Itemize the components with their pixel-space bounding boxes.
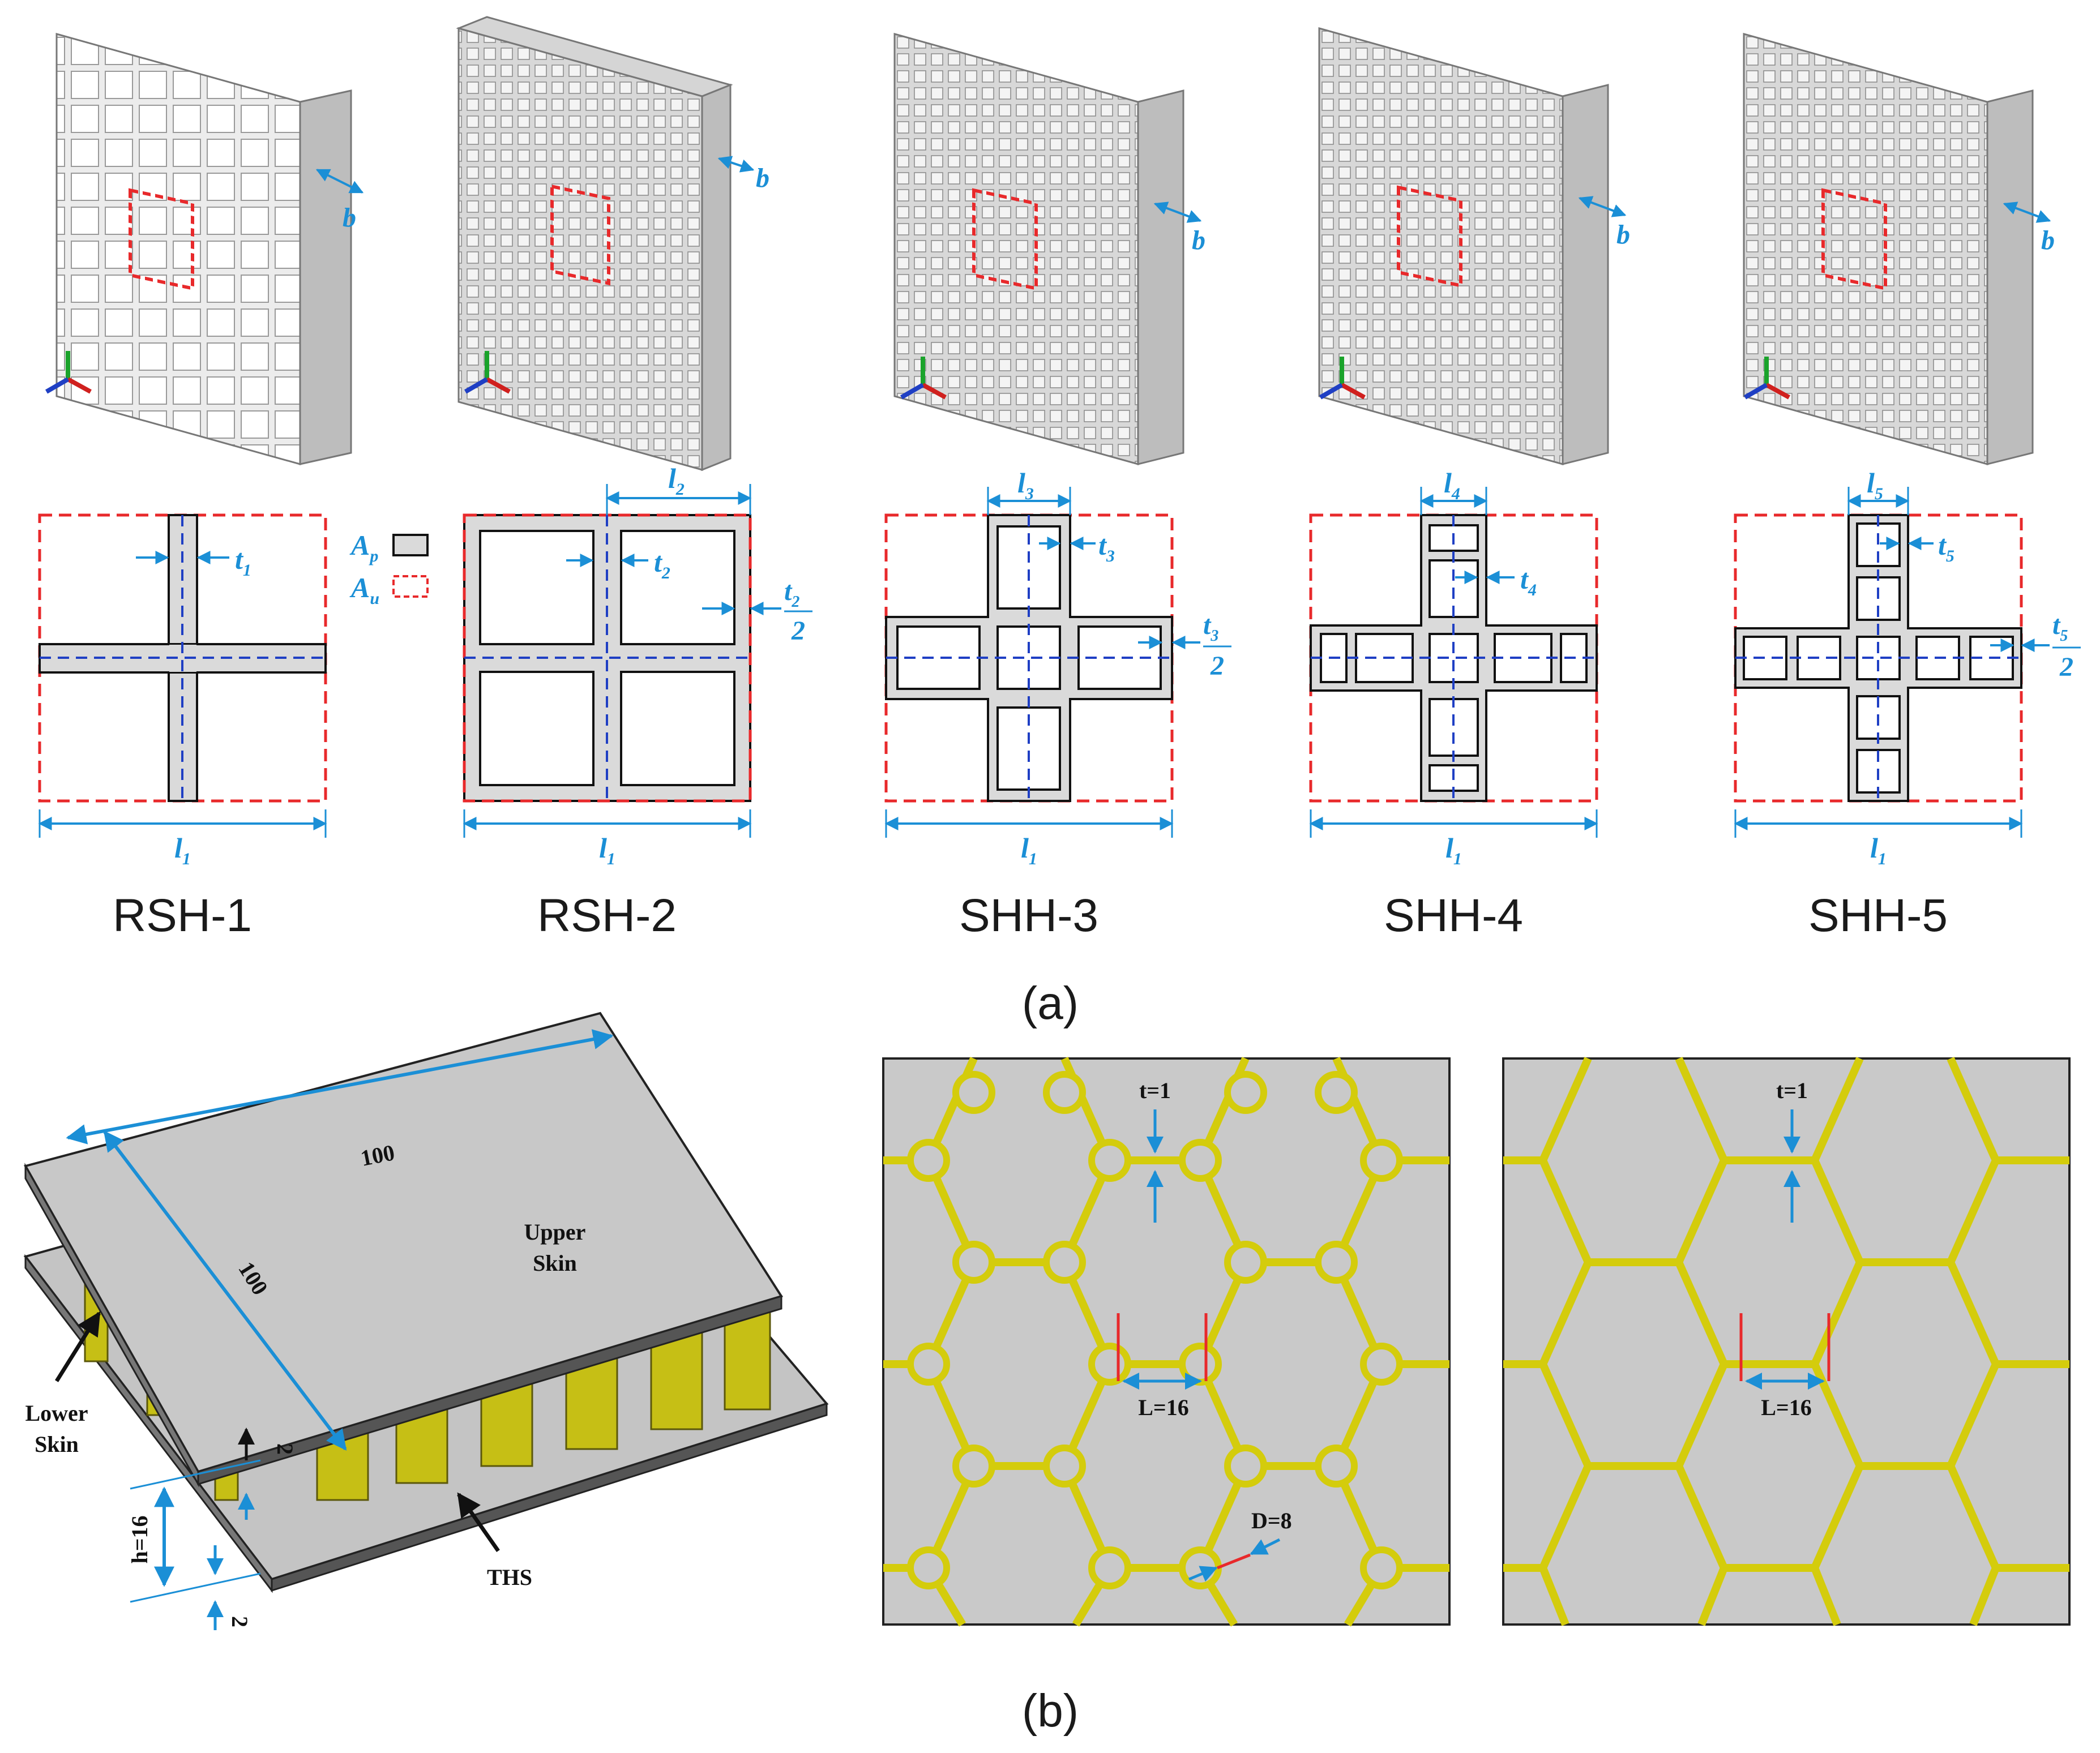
ths-diameter-label: D=8 <box>1251 1508 1292 1533</box>
unit-cell-rsh-1: t1 l1 <box>38 513 327 868</box>
label-shh-4: SHH-4 <box>1384 890 1523 941</box>
ths-top-view: t=1 L=16 D=8 <box>882 1057 1451 1627</box>
svg-text:l2: l2 <box>668 462 685 499</box>
ths-thickness-label: t=1 <box>1139 1078 1171 1103</box>
lattice-renders: b b b <box>45 16 2055 472</box>
axis-triad-icon <box>45 351 92 394</box>
svg-text:l4: l4 <box>1444 467 1460 503</box>
axis-triad-icon <box>900 357 947 400</box>
legend-ap-label: Ap <box>349 529 378 565</box>
core-label: THS <box>487 1565 532 1590</box>
lower-skin-label-2: Skin <box>35 1431 79 1457</box>
svg-text:t4: t4 <box>1520 563 1537 599</box>
svg-text:l1: l1 <box>174 832 191 868</box>
structure-names: RSH-1 RSH-2 SHH-3 SHH-4 SHH-5 <box>113 890 1948 941</box>
render-rsh-2: b <box>456 16 769 472</box>
axis-triad-icon <box>464 351 511 394</box>
svg-text:t5: t5 <box>2052 610 2068 645</box>
caption-b: (b) <box>1022 1685 1079 1737</box>
label-shh-3: SHH-3 <box>959 890 1098 941</box>
render-shh-5: b <box>1743 33 2055 465</box>
legend-au-label: Au <box>349 572 379 608</box>
svg-text:l1: l1 <box>1870 832 1887 868</box>
top-skin-thickness: 2 <box>272 1443 298 1455</box>
svg-text:l1: l1 <box>599 832 615 868</box>
label-rsh-2: RSH-2 <box>537 890 677 941</box>
label-rsh-1: RSH-1 <box>113 890 252 941</box>
unit-cell-shh-3: l3 t3 t3 2 l1 <box>884 467 1231 868</box>
width-symbol-b: b <box>1616 220 1630 250</box>
svg-text:t5: t5 <box>1938 529 1954 565</box>
svg-text:t2: t2 <box>654 546 670 582</box>
upper-skin-label-2: Skin <box>533 1250 577 1276</box>
svg-text:t3: t3 <box>1098 529 1115 565</box>
render-shh-4: b <box>1318 27 1630 465</box>
svg-text:l1: l1 <box>1021 832 1037 868</box>
length-100-label: 100 <box>358 1139 396 1171</box>
upper-skin-label-1: Upper <box>524 1219 586 1245</box>
legend-au-swatch <box>392 575 429 598</box>
bottom-skin-thickness: 2 <box>227 1616 253 1627</box>
unit-cell-shh-4: l4 t4 l1 <box>1309 467 1598 868</box>
render-rsh-1: b <box>45 33 364 465</box>
unit-cell-shh-5: l5 t5 t5 2 l1 <box>1734 467 2081 868</box>
ths-length-label: L=16 <box>1138 1395 1188 1420</box>
legend: Ap Au <box>349 529 429 608</box>
hex-top-view: t=1 L=16 <box>1502 1057 2071 1626</box>
svg-text:l1: l1 <box>1445 832 1462 868</box>
svg-text:2: 2 <box>791 616 805 646</box>
svg-text:2: 2 <box>1210 651 1224 681</box>
render-shh-3: b <box>893 33 1205 465</box>
width-symbol-b: b <box>1192 225 1205 255</box>
width-symbol-b: b <box>343 203 356 233</box>
caption-a: (a) <box>1022 978 1079 1029</box>
unit-cell-diagrams: t1 l1 Ap Au l2 <box>38 462 2081 868</box>
axis-triad-icon <box>1743 357 1790 400</box>
svg-text:t2: t2 <box>784 576 799 611</box>
width-symbol-b: b <box>2041 225 2055 255</box>
sandwich-panel: 100 100 Upper Skin Lower Skin THS h=16 2… <box>23 1011 829 1630</box>
label-shh-5: SHH-5 <box>1808 890 1948 941</box>
svg-text:t1: t1 <box>235 543 251 580</box>
height-label: h=16 <box>127 1515 152 1563</box>
hex-thickness-label: t=1 <box>1776 1078 1808 1103</box>
svg-text:t3: t3 <box>1203 610 1218 645</box>
unit-cell-rsh-2: l2 t2 t2 2 l1 <box>463 462 812 868</box>
width-symbol-b: b <box>756 163 769 193</box>
axis-triad-icon <box>1319 357 1366 400</box>
lower-skin-label-1: Lower <box>25 1400 88 1426</box>
svg-text:l5: l5 <box>1867 467 1883 503</box>
svg-text:l3: l3 <box>1017 467 1034 503</box>
svg-text:2: 2 <box>2059 652 2073 682</box>
legend-ap-swatch <box>392 534 429 556</box>
hex-length-label: L=16 <box>1761 1395 1811 1420</box>
